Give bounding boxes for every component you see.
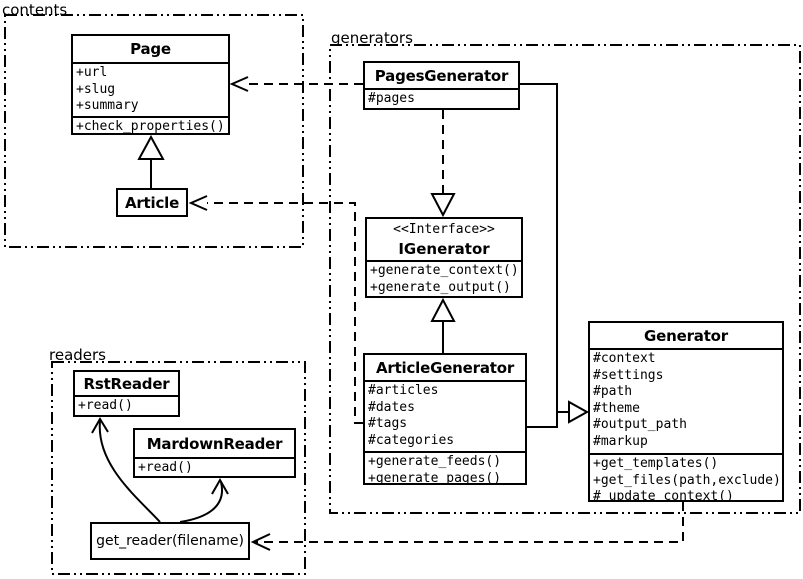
class-generator: Generator #context#settings#path#theme#o… (588, 321, 784, 502)
attribute: #categories (368, 432, 455, 448)
dependency-line-generator-getreader (255, 502, 684, 543)
class-rstreader-methods: +read() (75, 395, 178, 415)
attribute: +slug (76, 81, 116, 97)
package-label-readers: readers (49, 346, 106, 364)
class-markdownreader-title: MardownReader (146, 434, 283, 453)
attribute: +summary (76, 98, 139, 113)
class-pagesgenerator-title: PagesGenerator (374, 66, 509, 85)
class-igenerator-stereotype: <<Interface>> (393, 222, 495, 237)
package-border-contents (4, 14, 304, 248)
function-label: get_reader(filename) (96, 533, 244, 549)
class-pagesgenerator: PagesGenerator #pages (363, 61, 520, 110)
class-articlegenerator: ArticleGenerator #articles#dates#tags#ca… (363, 353, 527, 485)
method: +get_files(path,exclude) (593, 472, 781, 488)
inheritance-triangle-icon (430, 297, 456, 322)
class-page-attributes: +url+slug+summary (73, 62, 228, 116)
class-articlegenerator-attributes: #articles#dates#tags#categories (365, 380, 525, 451)
attribute: #tags (368, 416, 408, 431)
method: +check_properties() (76, 119, 225, 133)
class-articlegenerator-methods: +generate_feeds()+generate_pages() (365, 451, 525, 483)
attribute: #pages (368, 91, 415, 106)
open-arrowhead-icon (250, 533, 271, 551)
call-curve-getreader-markdownreader (179, 481, 224, 523)
open-arrowhead-icon (188, 195, 208, 211)
attribute: #context (593, 351, 656, 366)
inheritance-line-pagesgenerator-generator (520, 83, 569, 413)
open-arrowhead-icon (211, 477, 229, 495)
open-arrowhead-icon (91, 417, 109, 434)
realization-triangle-icon (430, 193, 456, 218)
attribute: +url (76, 65, 108, 80)
class-markdownreader: MardownReader +read() (133, 428, 296, 478)
class-rstreader: RstReader +read() (73, 370, 180, 417)
open-arrowhead-icon (229, 76, 249, 92)
attribute: #markup (593, 433, 648, 449)
class-igenerator-title: IGenerator (398, 240, 490, 258)
class-generator-methods: +get_templates()+get_files(path,exclude)… (590, 453, 782, 500)
class-page-title: Page (130, 40, 171, 58)
class-rstreader-title: RstReader (83, 374, 170, 393)
attribute: #output_path (593, 417, 687, 432)
attribute: #theme (593, 400, 640, 416)
attribute: #dates (368, 399, 415, 415)
attribute: #settings (593, 367, 664, 383)
inheritance-line-articlegenerator-generator (527, 412, 558, 428)
class-generator-title: Generator (644, 326, 728, 345)
call-curve-getreader-rstreader (98, 420, 161, 523)
method: #_update_context() (593, 489, 734, 500)
package-label-contents: contents (2, 1, 68, 19)
method: +read() (78, 398, 133, 413)
package-label-generators: generators (331, 29, 413, 47)
class-igenerator-methods: +generate_context()+generate_output() (367, 260, 521, 296)
inheritance-triangle-icon (137, 134, 165, 160)
class-pagesgenerator-attributes: #pages (365, 88, 518, 108)
class-igenerator-header: <<Interface>> IGenerator (367, 219, 521, 260)
method: +generate_context() (370, 263, 519, 278)
method: +get_templates() (593, 456, 719, 471)
class-page-methods: +check_properties() (73, 116, 228, 133)
class-articlegenerator-title: ArticleGenerator (375, 358, 515, 377)
attribute: #path (593, 384, 633, 399)
class-igenerator: <<Interface>> IGenerator +generate_conte… (365, 217, 523, 298)
class-markdownreader-methods: +read() (135, 457, 294, 476)
class-article-title: Article (124, 193, 180, 212)
attribute: #articles (368, 383, 439, 398)
method: +read() (138, 460, 193, 475)
dependency-line-articlegenerator-article (207, 202, 363, 424)
package-border-generators (329, 44, 801, 514)
class-page: Page +url+slug+summary +check_properties… (71, 34, 230, 135)
class-article: Article (116, 188, 188, 217)
method: +generate_output() (370, 279, 511, 295)
inheritance-triangle-icon (568, 400, 590, 424)
class-generator-attributes: #context#settings#path#theme#output_path… (590, 348, 782, 453)
method: +generate_feeds() (368, 454, 502, 469)
method: +generate_pages() (368, 470, 502, 484)
function-box-get-reader: get_reader(filename) (90, 522, 250, 560)
package-border-readers (51, 361, 306, 575)
